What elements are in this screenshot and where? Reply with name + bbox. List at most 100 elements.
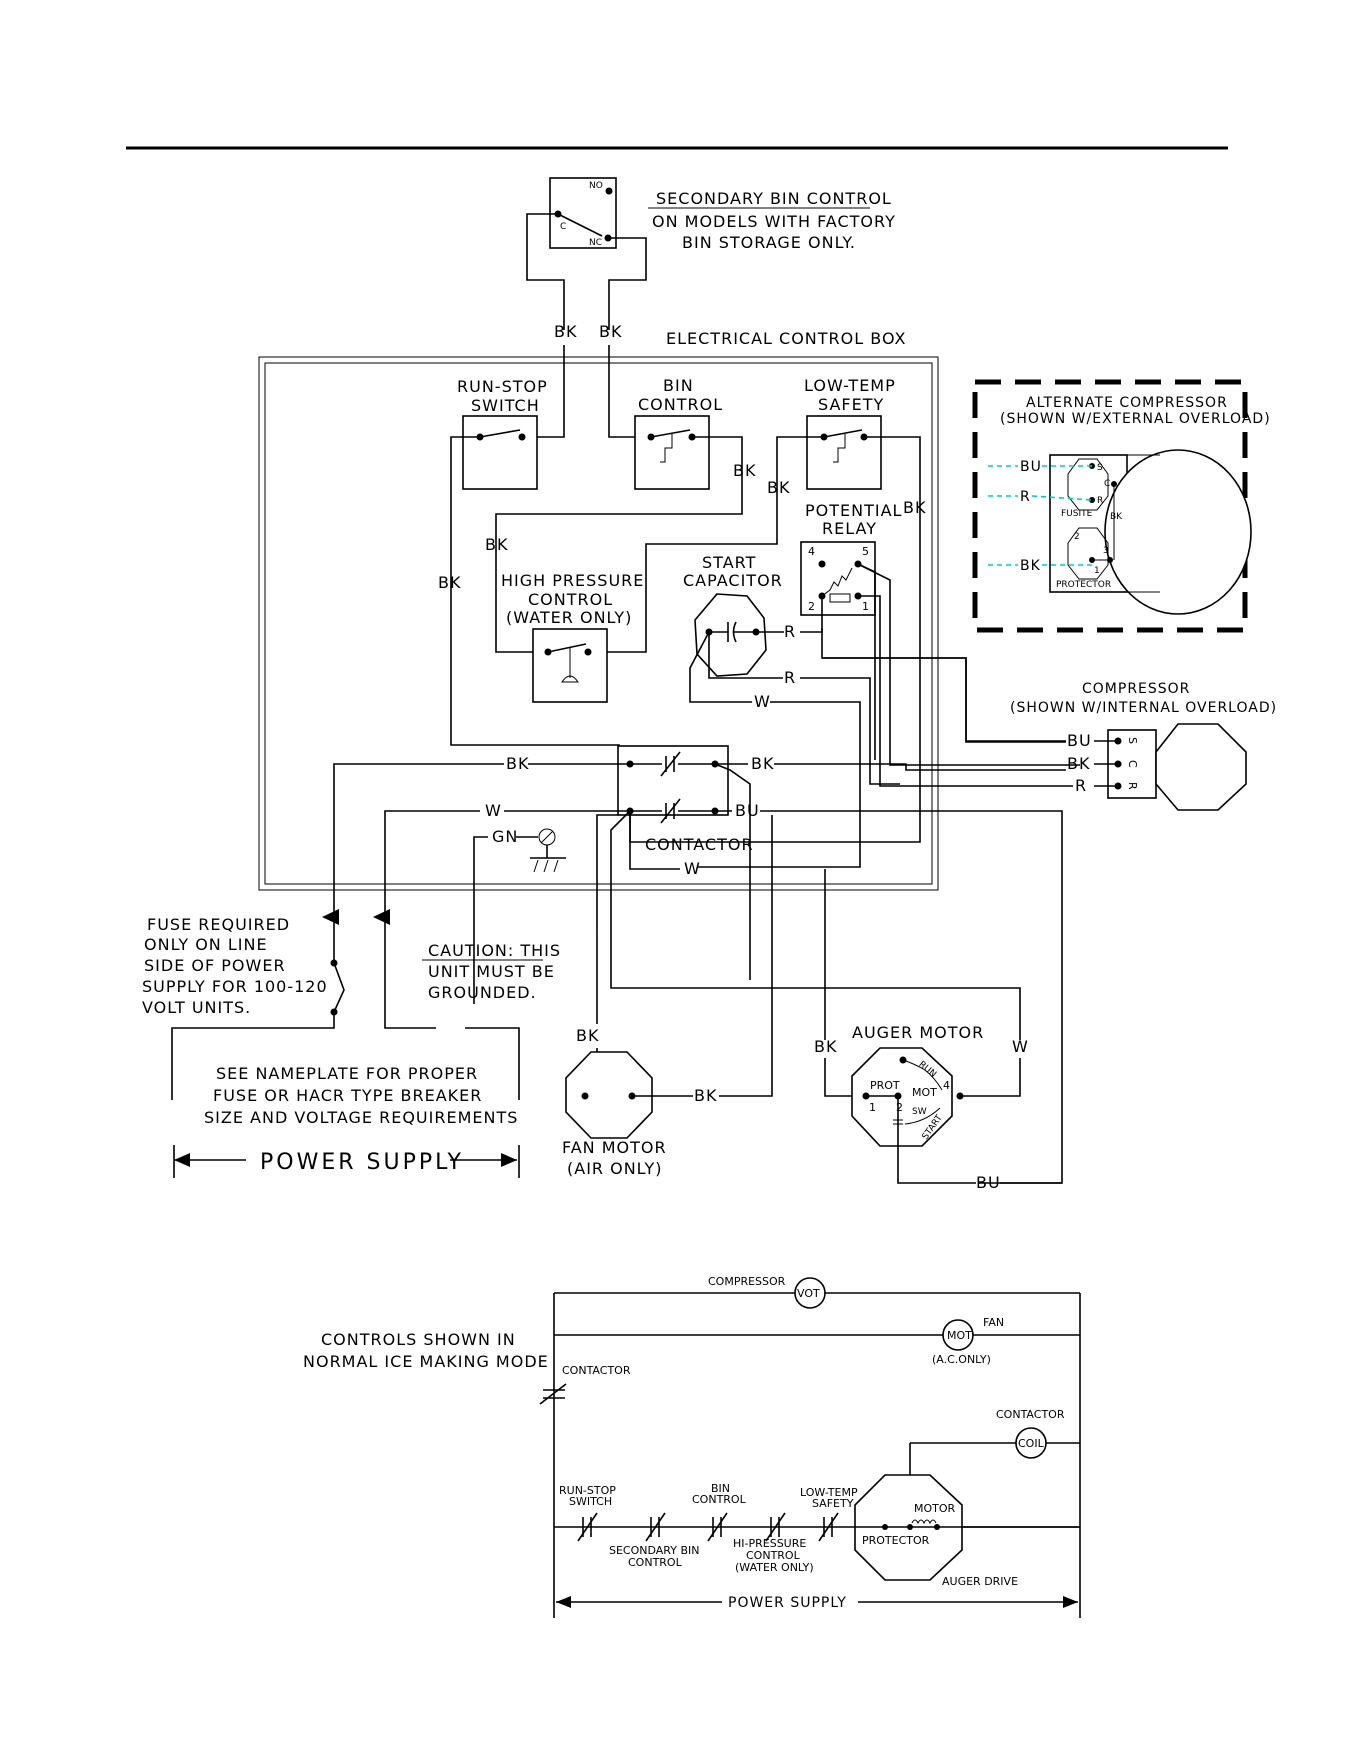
- svg-text:COMPRESSOR: COMPRESSOR: [708, 1275, 786, 1288]
- svg-text:AUGER DRIVE: AUGER DRIVE: [942, 1575, 1018, 1588]
- svg-text:NC: NC: [589, 238, 602, 248]
- svg-text:CAPACITOR: CAPACITOR: [683, 571, 783, 590]
- wire-label-w: W: [754, 692, 771, 711]
- contactor: CONTACTOR: [617, 745, 753, 854]
- wire-label-w: W: [1012, 1037, 1029, 1056]
- svg-text:CAUTION: THIS: CAUTION: THIS: [428, 941, 561, 960]
- wire-label-r: R: [784, 668, 796, 687]
- svg-text:ALTERNATE COMPRESSOR: ALTERNATE COMPRESSOR: [1026, 395, 1228, 411]
- caution-note: CAUTION: THIS UNIT MUST BE GROUNDED.: [422, 941, 561, 1002]
- svg-text:C: C: [1104, 479, 1110, 489]
- svg-text:4: 4: [943, 1079, 950, 1092]
- wire-label-bk: BK: [485, 535, 508, 554]
- nameplate-note: SEE NAMEPLATE FOR PROPER FUSE OR HACR TY…: [204, 1064, 517, 1127]
- svg-text:CONTACTOR: CONTACTOR: [562, 1364, 631, 1377]
- potential-relay: POTENTIAL RELAY 4 5 2 1: [800, 501, 902, 616]
- svg-text:CONTROL: CONTROL: [746, 1549, 801, 1562]
- svg-text:MOT: MOT: [912, 1086, 937, 1099]
- auger-motor: AUGER MOTOR PROT 1 2 MOT 4 RUN SW START: [851, 1023, 984, 1147]
- svg-text:5: 5: [862, 545, 869, 558]
- svg-text:(WATER ONLY): (WATER ONLY): [506, 608, 632, 627]
- svg-text:SECONDARY BIN CONTROL: SECONDARY BIN CONTROL: [656, 189, 892, 208]
- low-temp-safety: LOW-TEMP SAFETY: [804, 376, 896, 490]
- svg-text:(SHOWN W/INTERNAL OVERLOAD): (SHOWN W/INTERNAL OVERLOAD): [1010, 700, 1277, 716]
- svg-text:BIN STORAGE ONLY.: BIN STORAGE ONLY.: [682, 233, 856, 252]
- svg-text:SIDE OF POWER: SIDE OF POWER: [144, 956, 286, 975]
- svg-text:BU: BU: [1020, 459, 1042, 475]
- svg-text:(WATER ONLY): (WATER ONLY): [735, 1561, 814, 1574]
- control-box-inner: [264, 362, 933, 885]
- svg-text:POTENTIAL: POTENTIAL: [805, 501, 902, 520]
- fan-motor: FAN MOTOR (AIR ONLY): [562, 1051, 667, 1178]
- svg-text:SWITCH: SWITCH: [471, 396, 540, 415]
- svg-text:BIN: BIN: [711, 1482, 730, 1495]
- wire-label-bk: BK: [903, 498, 926, 517]
- svg-text:FAN MOTOR: FAN MOTOR: [562, 1138, 667, 1157]
- svg-text:MOTOR: MOTOR: [914, 1502, 956, 1515]
- wire-label-bk: BK: [599, 322, 622, 341]
- svg-text:S: S: [1126, 737, 1139, 744]
- high-pressure-control: HIGH PRESSURE CONTROL (WATER ONLY): [501, 571, 643, 703]
- svg-text:VOLT UNITS.: VOLT UNITS.: [142, 998, 251, 1017]
- svg-text:(AIR ONLY): (AIR ONLY): [567, 1159, 662, 1178]
- wire-label-bk: BK: [438, 573, 461, 592]
- svg-text:C: C: [1126, 760, 1139, 768]
- svg-text:4: 4: [808, 545, 815, 558]
- ground-symbol-icon: [530, 828, 566, 873]
- svg-text:SECONDARY BIN: SECONDARY BIN: [609, 1544, 699, 1557]
- svg-text:R: R: [1097, 496, 1103, 506]
- ladder-contacts: [577, 1512, 839, 1542]
- svg-text:RUN-STOP: RUN-STOP: [559, 1484, 616, 1497]
- svg-text:2: 2: [1074, 532, 1080, 542]
- svg-text:3: 3: [1103, 546, 1109, 556]
- svg-text:SAFETY: SAFETY: [818, 395, 884, 414]
- wire-label-bu: BU: [976, 1173, 1001, 1192]
- svg-text:2: 2: [896, 1101, 903, 1114]
- svg-text:COMPRESSOR: COMPRESSOR: [1082, 681, 1190, 697]
- svg-text:ON MODELS WITH FACTORY: ON MODELS WITH FACTORY: [652, 212, 896, 231]
- svg-text:CONTROL: CONTROL: [628, 1556, 683, 1569]
- control-box-outer: [258, 356, 939, 891]
- bin-control: BIN CONTROL: [634, 376, 722, 490]
- svg-text:2: 2: [808, 600, 815, 613]
- svg-text:START: START: [702, 553, 756, 572]
- svg-text:POWER SUPPLY: POWER SUPPLY: [728, 1595, 847, 1611]
- svg-text:FUSE REQUIRED: FUSE REQUIRED: [147, 915, 290, 934]
- svg-text:LOW-TEMP: LOW-TEMP: [800, 1486, 858, 1499]
- svg-text:R: R: [1126, 782, 1139, 790]
- svg-text:S: S: [1097, 463, 1103, 473]
- svg-text:SEE NAMEPLATE FOR PROPER: SEE NAMEPLATE FOR PROPER: [216, 1064, 478, 1083]
- svg-text:CONTROL: CONTROL: [692, 1493, 747, 1506]
- svg-text:PROT: PROT: [870, 1079, 900, 1092]
- wire-label-r: R: [1075, 776, 1087, 795]
- svg-text:CONTROLS SHOWN IN: CONTROLS SHOWN IN: [321, 1330, 516, 1349]
- wire-label-r: R: [784, 622, 796, 641]
- svg-text:AUGER MOTOR: AUGER MOTOR: [852, 1023, 984, 1042]
- svg-text:1: 1: [869, 1101, 876, 1114]
- svg-text:SUPPLY FOR 100-120: SUPPLY FOR 100-120: [142, 977, 328, 996]
- svg-text:CONTROL: CONTROL: [528, 590, 613, 609]
- svg-text:PROTECTOR: PROTECTOR: [862, 1534, 930, 1547]
- power-supply-label: POWER SUPPLY: [260, 1150, 464, 1175]
- start-capacitor: START CAPACITOR: [683, 553, 783, 677]
- svg-text:FUSE OR HACR TYPE BREAKER: FUSE OR HACR TYPE BREAKER: [213, 1086, 482, 1105]
- wire-label-bk: BK: [506, 754, 529, 773]
- svg-text:BK: BK: [1020, 558, 1041, 574]
- wire-label-w: W: [485, 801, 502, 820]
- svg-text:ONLY ON LINE: ONLY ON LINE: [144, 935, 268, 954]
- wire-label-bk: BK: [1067, 754, 1090, 773]
- svg-text:MOT: MOT: [947, 1329, 972, 1342]
- compressor: COMPRESSOR (SHOWN W/INTERNAL OVERLOAD) S…: [1010, 681, 1277, 811]
- svg-text:LOW-TEMP: LOW-TEMP: [804, 376, 896, 395]
- wire-label-gn: GN: [492, 827, 518, 846]
- fuse-arrow-right: [373, 909, 390, 925]
- svg-text:BK: BK: [1110, 512, 1123, 522]
- wire-label-bk: BK: [694, 1086, 717, 1105]
- svg-text:NO: NO: [589, 181, 603, 191]
- svg-text:R: R: [1020, 489, 1031, 505]
- wire-label-bk: BK: [814, 1037, 837, 1056]
- fuse-arrow-left: [322, 909, 339, 925]
- wire-label-bk: BK: [767, 478, 790, 497]
- ladder-diagram: CONTROLS SHOWN IN NORMAL ICE MAKING MODE…: [303, 1275, 1081, 1618]
- secondary-bin-control: NO C NC SECONDARY BIN CONTROL ON MODELS …: [526, 177, 896, 330]
